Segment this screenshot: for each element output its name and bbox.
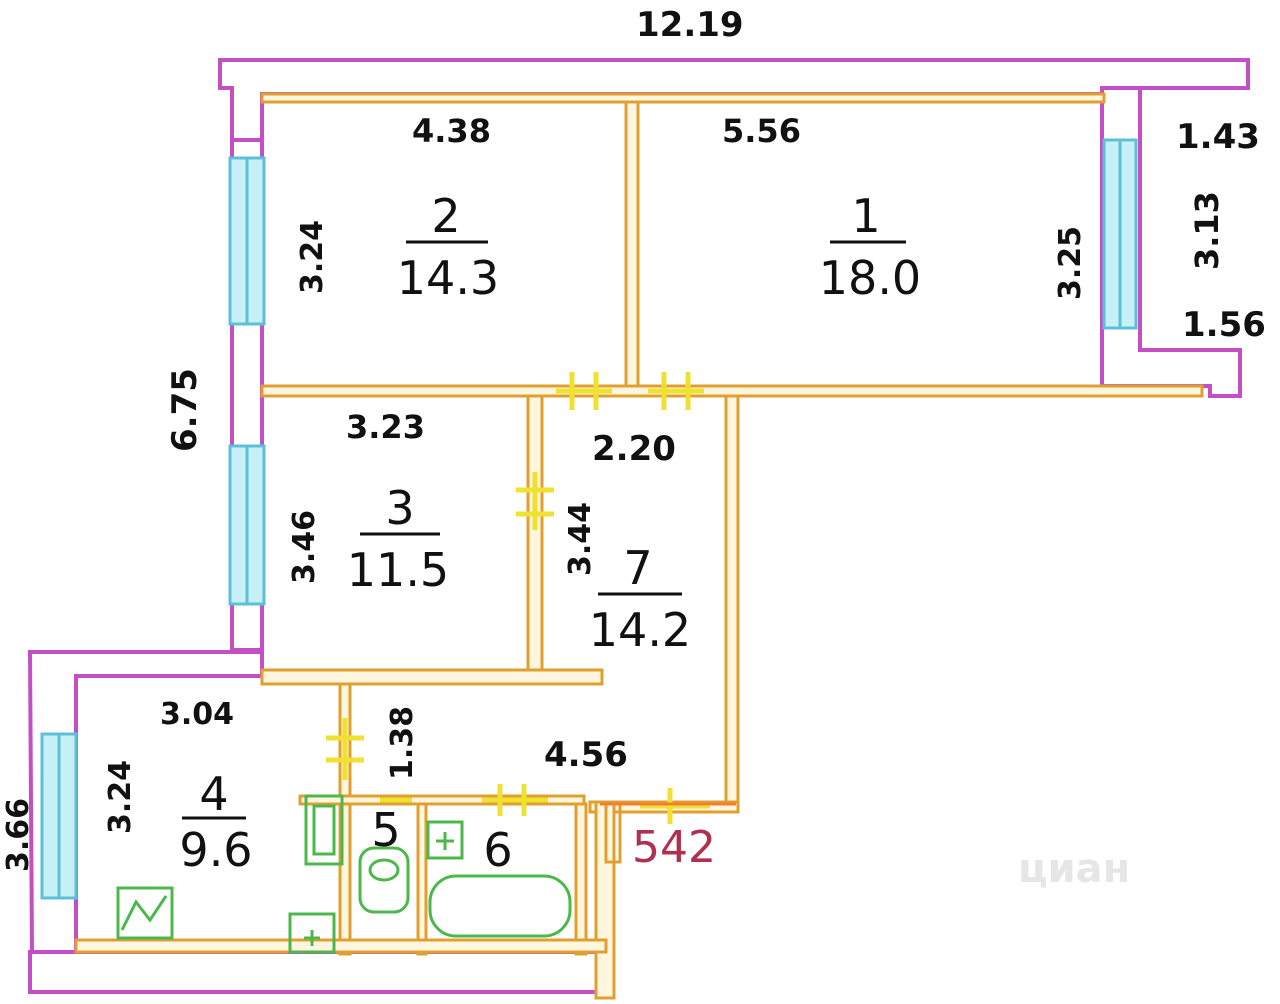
room-1-area: 18.0 <box>819 251 921 305</box>
room-3-area: 11.5 <box>347 543 449 597</box>
dim-kitchen-height: 3.24 <box>103 760 138 834</box>
room-4-area: 9.6 <box>179 823 252 877</box>
room-4-number: 4 <box>199 767 228 821</box>
dim-left-overall: 6.75 <box>165 368 205 452</box>
room-5-number: 5 <box>371 803 400 857</box>
sink-icon <box>288 912 336 954</box>
stair-label: 542 <box>632 822 716 873</box>
dim-room1-height: 3.25 <box>1053 226 1088 300</box>
room-2-area: 14.3 <box>397 251 499 305</box>
stair-label-group: 542 <box>600 800 736 873</box>
dim-overall-top: 12.19 <box>636 5 744 45</box>
dim-corridor-height: 1.38 <box>385 706 420 780</box>
doors <box>326 372 710 824</box>
dim-kitchen-width: 3.04 <box>160 697 234 732</box>
room-1-number: 1 <box>851 189 880 243</box>
dim-hall-width: 2.20 <box>592 429 676 469</box>
dim-balcony-top: 1.43 <box>1176 117 1260 157</box>
room-2-label: 2 14.3 <box>397 189 499 305</box>
dim-balcony-height: 3.13 <box>1188 191 1226 270</box>
watermark: циан <box>1018 846 1130 892</box>
room-7-area: 14.2 <box>589 603 691 657</box>
room-3-label: 3 11.5 <box>347 481 449 597</box>
bathtub-icon <box>428 874 572 938</box>
dim-room2-height: 3.24 <box>295 220 330 294</box>
stove-icon <box>116 886 174 940</box>
inner-walls <box>74 92 1204 1000</box>
toilet-icon <box>358 846 410 914</box>
room-labels: 1 18.0 2 14.3 3 11.5 7 14.2 4 9.6 5 6 <box>179 189 921 877</box>
fixtures <box>116 794 572 954</box>
dim-corridor-width: 4.56 <box>544 735 628 775</box>
dim-hall-height: 3.44 <box>563 502 598 576</box>
room-7-number: 7 <box>623 541 652 595</box>
dim-room2-width: 4.38 <box>412 112 491 150</box>
dimension-labels: 12.19 4.38 3.24 5.56 3.25 1.43 3.13 1.56… <box>1 5 1266 872</box>
dim-balcony-bottom: 1.56 <box>1182 305 1266 345</box>
room-2-number: 2 <box>431 189 460 243</box>
room-6-number: 6 <box>483 823 512 877</box>
room-7-label: 7 14.2 <box>589 541 691 657</box>
dim-room3-width: 3.23 <box>346 408 425 446</box>
room-1-label: 1 18.0 <box>819 189 921 305</box>
washbasin-icon <box>426 820 464 860</box>
room-4-label: 4 9.6 <box>179 767 252 877</box>
windows <box>40 138 1138 900</box>
watermark-text: циан <box>1018 846 1130 892</box>
room-3-number: 3 <box>385 481 414 535</box>
dim-room1-width: 5.56 <box>722 112 801 150</box>
dim-kitchen-outer: 3.66 <box>1 798 36 872</box>
dim-room3-height: 3.46 <box>287 510 322 584</box>
